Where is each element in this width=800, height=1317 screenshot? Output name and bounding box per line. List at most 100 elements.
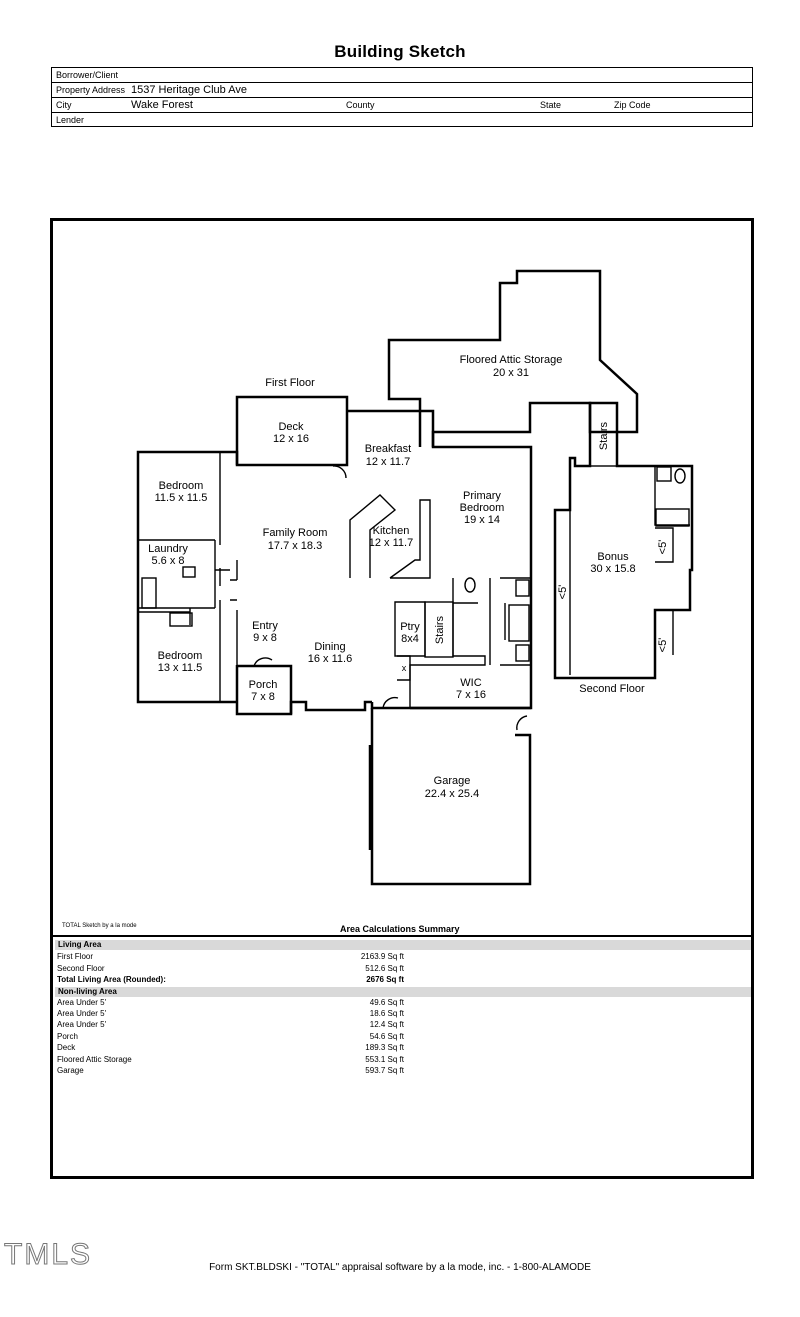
- family-room-name: Family Room: [263, 527, 328, 539]
- address-value: 1537 Heritage Club Ave: [131, 84, 247, 96]
- pantry-dim: 8x4: [401, 633, 419, 645]
- toilet-2: [674, 468, 686, 484]
- floor-plan: First Floor Second Floor Floored Attic S…: [136, 269, 694, 886]
- first-floor-label: First Floor: [265, 377, 315, 389]
- second-floor-label: Second Floor: [579, 683, 645, 695]
- county-label: County: [346, 100, 375, 110]
- toilet-1: [464, 577, 476, 593]
- sink-3: [656, 466, 672, 482]
- living-area-header: Living Area: [58, 940, 102, 949]
- stair-lower: [424, 601, 454, 658]
- bonus-name: Bonus: [597, 551, 629, 563]
- form-footer: Form SKT.BLDSKI - "TOTAL" appraisal soft…: [209, 1262, 591, 1273]
- garage-door-swing: [382, 696, 399, 709]
- bath-fixture-1: [141, 577, 157, 609]
- closet-mark: x: [402, 663, 407, 673]
- lender-label: Lender: [56, 115, 85, 125]
- under5-label-2: <5': [657, 540, 669, 555]
- breakfast-name: Breakfast: [365, 443, 411, 455]
- sink-2: [515, 644, 530, 662]
- city-value: Wake Forest: [131, 99, 193, 111]
- summary-title: Area Calculations Summary: [340, 924, 460, 934]
- mls-watermark-logo: TMLS: [3, 1238, 93, 1272]
- bedroom1-name: Bedroom: [159, 480, 204, 492]
- entry-name: Entry: [252, 620, 278, 632]
- address-row: Property Address 1537 Heritage Club Ave: [52, 83, 752, 98]
- bath-walls: [394, 577, 531, 708]
- bath-fixture-2: [169, 612, 193, 627]
- deck-dim: 12 x 16: [273, 433, 309, 445]
- interior-walls: [138, 452, 238, 702]
- nonliving-row-value: 593.7 Sq ft: [365, 1066, 404, 1075]
- kitchen-walls: [349, 494, 431, 579]
- primary-name-2: Bedroom: [460, 502, 505, 514]
- nonliving-row-label: Area Under 5': [57, 998, 107, 1007]
- nonliving-row-value: 189.3 Sq ft: [365, 1043, 404, 1052]
- entry-door: [253, 657, 273, 667]
- attic-name: Floored Attic Storage: [460, 354, 563, 366]
- nonliving-row-value: 12.4 Sq ft: [369, 1020, 404, 1029]
- closet-box: [397, 655, 411, 681]
- borrower-row: Borrower/Client: [52, 68, 752, 83]
- porch-outline: [237, 664, 293, 714]
- porch-dim: 7 x 8: [251, 691, 275, 703]
- city-row: City Wake Forest County State Zip Code: [52, 98, 752, 113]
- stairs-upper-label: Stairs: [598, 421, 610, 450]
- living-row-value: 512.6 Sq ft: [365, 964, 404, 973]
- laundry-name: Laundry: [148, 543, 188, 555]
- dining-dim: 16 x 11.6: [308, 653, 352, 665]
- laundry-fixture: [182, 566, 196, 578]
- stair-upper: [589, 402, 618, 467]
- total-living-label: Total Living Area (Rounded):: [57, 975, 166, 984]
- nonliving-row-label: Deck: [57, 1043, 76, 1052]
- garage-dim: 22.4 x 25.4: [425, 788, 479, 800]
- breakfast-dim: 12 x 11.7: [366, 456, 410, 468]
- living-area-header-bar: [55, 940, 751, 950]
- lender-row: Lender: [52, 113, 752, 128]
- bedroom2-name: Bedroom: [158, 650, 203, 662]
- nonliving-row-label: Garage: [57, 1066, 84, 1075]
- deck-name: Deck: [278, 421, 304, 433]
- nonliving-row-label: Area Under 5': [57, 1020, 107, 1029]
- zip-label: Zip Code: [614, 100, 651, 110]
- under5-label-3: <5': [657, 638, 669, 653]
- sketch-frame: [50, 218, 754, 1179]
- garage-name: Garage: [434, 775, 471, 787]
- bonus-dim: 30 x 15.8: [590, 563, 635, 575]
- attic-dim: 20 x 31: [493, 367, 529, 379]
- sink-1: [515, 579, 530, 597]
- second-floor-interior: [569, 466, 690, 675]
- pantry-name: Ptry: [400, 621, 420, 633]
- document-title: Building Sketch: [334, 42, 466, 61]
- living-row-value: 2163.9 Sq ft: [360, 952, 404, 961]
- tub-1: [508, 604, 530, 642]
- state-label: State: [540, 100, 562, 110]
- entry-dim: 9 x 8: [253, 632, 277, 644]
- garage-outline: [368, 706, 532, 886]
- living-row-label: Second Floor: [57, 964, 105, 973]
- wic-name: WIC: [460, 677, 481, 689]
- nonliving-row-value: 553.1 Sq ft: [365, 1055, 404, 1064]
- living-row-label: First Floor: [57, 952, 93, 961]
- nonliving-row-label: Floored Attic Storage: [57, 1055, 132, 1064]
- kitchen-dim: 12 x 11.7: [369, 537, 413, 549]
- deck-door-swing: [332, 465, 347, 479]
- borrower-label: Borrower/Client: [56, 70, 119, 80]
- nonliving-row-label: Area Under 5': [57, 1009, 107, 1018]
- tub-2: [655, 508, 690, 527]
- address-label: Property Address: [56, 85, 126, 95]
- primary-name-1: Primary: [463, 490, 501, 502]
- city-label: City: [56, 100, 72, 110]
- nonliving-row-value: 18.6 Sq ft: [369, 1009, 404, 1018]
- nonliving-row-value: 49.6 Sq ft: [369, 998, 404, 1007]
- attic-outline: [387, 269, 639, 447]
- nonliving-row-label: Porch: [57, 1032, 78, 1041]
- wic-dim: 7 x 16: [456, 689, 486, 701]
- laundry-dim: 5.6 x 8: [151, 555, 184, 567]
- under5-label-1: <5': [557, 585, 569, 600]
- total-living-value: 2676 Sq ft: [366, 975, 404, 984]
- stairs-lower-label: Stairs: [434, 615, 446, 644]
- sketch-credit: TOTAL Sketch by a la mode: [62, 923, 137, 929]
- nonliving-row-value: 54.6 Sq ft: [369, 1032, 404, 1041]
- porch-name: Porch: [249, 679, 278, 691]
